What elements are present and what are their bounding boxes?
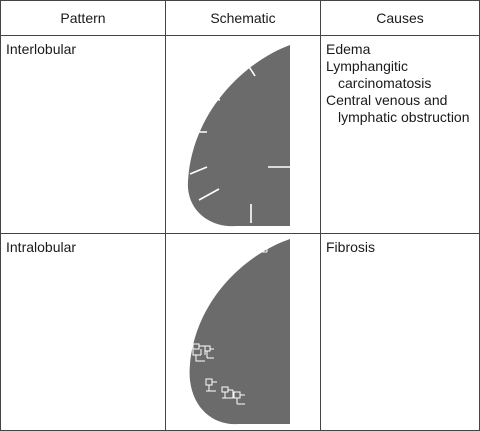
reticular-cluster (242, 241, 255, 255)
header-row: Pattern Schematic Causes (0, 0, 480, 36)
table-row: Intralobular (0, 233, 480, 431)
causes-list: Edema Lymphangitic carcinomatosis Centra… (321, 36, 479, 126)
reticular-cluster (233, 391, 245, 405)
septal-line (198, 188, 220, 201)
septal-line (203, 95, 221, 101)
septal-line (189, 166, 208, 175)
header-schematic: Schematic (165, 0, 321, 36)
header-pattern: Pattern (0, 0, 166, 36)
pattern-cell: Interlobular (0, 35, 166, 234)
lung-lobe-shape (187, 45, 290, 227)
table-row: Interlobular (0, 35, 480, 234)
pattern-label: Interlobular (6, 41, 77, 57)
intralobular-schematic (189, 239, 290, 425)
pattern-cell: Intralobular (0, 233, 166, 431)
causes-cell: Fibrosis (320, 233, 480, 431)
reticular-cluster (221, 386, 234, 399)
cause-item: Lymphangitic carcinomatosis (326, 58, 432, 91)
reticular-marks (192, 239, 269, 405)
cause-item: Edema (326, 41, 371, 57)
schematic-cell (165, 233, 321, 431)
septal-line (245, 61, 256, 77)
reticular-cluster (192, 343, 206, 362)
cause-item: Central venous and lymphatic obstruction (326, 92, 470, 125)
reticular-cluster (204, 345, 214, 359)
causes-cell: Edema Lymphangitic carcinomatosis Centra… (320, 35, 480, 234)
header-causes: Causes (320, 0, 480, 36)
reticular-cluster (256, 239, 269, 253)
cause-item: Fibrosis (326, 239, 376, 255)
schematic-cell (165, 35, 321, 234)
interlobular-schematic (187, 45, 290, 227)
pattern-label: Intralobular (6, 239, 77, 255)
lung-lobe-shape (189, 239, 290, 425)
causes-list: Fibrosis (321, 234, 479, 256)
reticular-cluster (205, 378, 217, 392)
septal-lines (189, 61, 290, 223)
